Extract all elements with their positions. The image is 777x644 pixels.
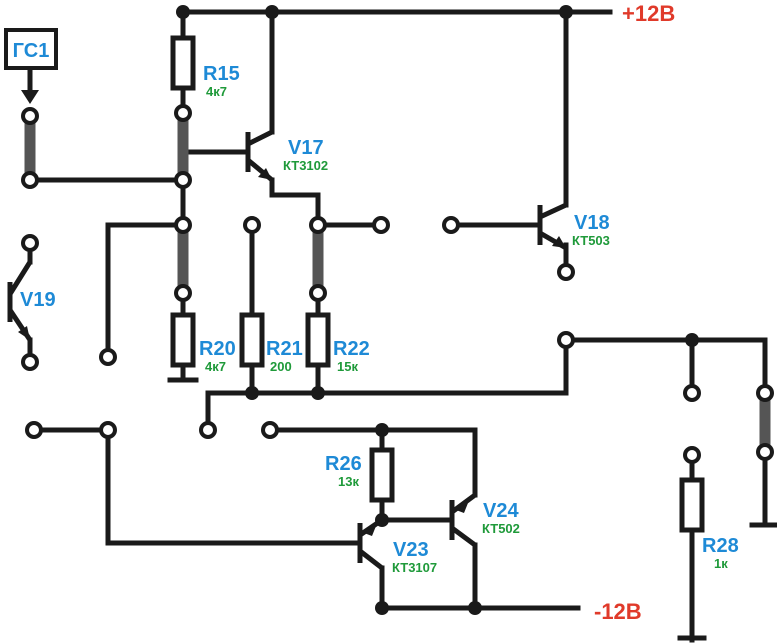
pads xyxy=(21,104,774,464)
v23-ref: V23 xyxy=(393,539,429,561)
transistor-v18 xyxy=(537,202,568,251)
jumpers xyxy=(24,110,771,458)
r15-value: 4к7 xyxy=(206,84,227,99)
r21-value: 200 xyxy=(270,359,292,374)
resistor-r28 xyxy=(679,477,705,533)
generator-label: ГС1 xyxy=(13,40,50,62)
r26-ref: R26 xyxy=(325,453,362,475)
v18-ref: V18 xyxy=(574,212,610,234)
junction-dots xyxy=(176,5,699,615)
v23-type: КТ3107 xyxy=(392,560,437,575)
v17-ref: V17 xyxy=(288,137,324,159)
transistor-v17 xyxy=(245,129,274,182)
v24-ref: V24 xyxy=(483,500,519,522)
transistor-v23 xyxy=(357,517,384,570)
supply-positive-label: +12В xyxy=(622,1,675,26)
v24-type: КТ502 xyxy=(482,521,520,536)
v19-ref: V19 xyxy=(20,289,56,311)
arrow-down-icon xyxy=(21,90,39,104)
resistor-r22 xyxy=(305,312,331,368)
r22-value: 15к xyxy=(337,359,358,374)
r26-value: 13к xyxy=(338,474,359,489)
resistor-r20 xyxy=(170,312,196,368)
resistor-r21 xyxy=(239,312,265,368)
transistor-v19 xyxy=(7,260,33,342)
v17-type: КТ3102 xyxy=(283,158,328,173)
r22-ref: R22 xyxy=(333,338,370,360)
resistor-bodies xyxy=(170,35,705,533)
resistor-r15 xyxy=(170,35,196,91)
generator-gc1: ГС1 xyxy=(4,28,58,104)
r21-ref: R21 xyxy=(266,338,303,360)
supply-negative-label: -12В xyxy=(594,599,642,624)
r15-ref: R15 xyxy=(203,63,240,85)
r28-ref: R28 xyxy=(702,535,739,557)
v18-type: КТ503 xyxy=(572,233,610,248)
r28-value: 1к xyxy=(714,556,728,571)
resistor-r26 xyxy=(369,447,395,503)
r20-ref: R20 xyxy=(199,338,236,360)
transistor-v24 xyxy=(449,492,477,548)
r20-value: 4к7 xyxy=(205,359,226,374)
